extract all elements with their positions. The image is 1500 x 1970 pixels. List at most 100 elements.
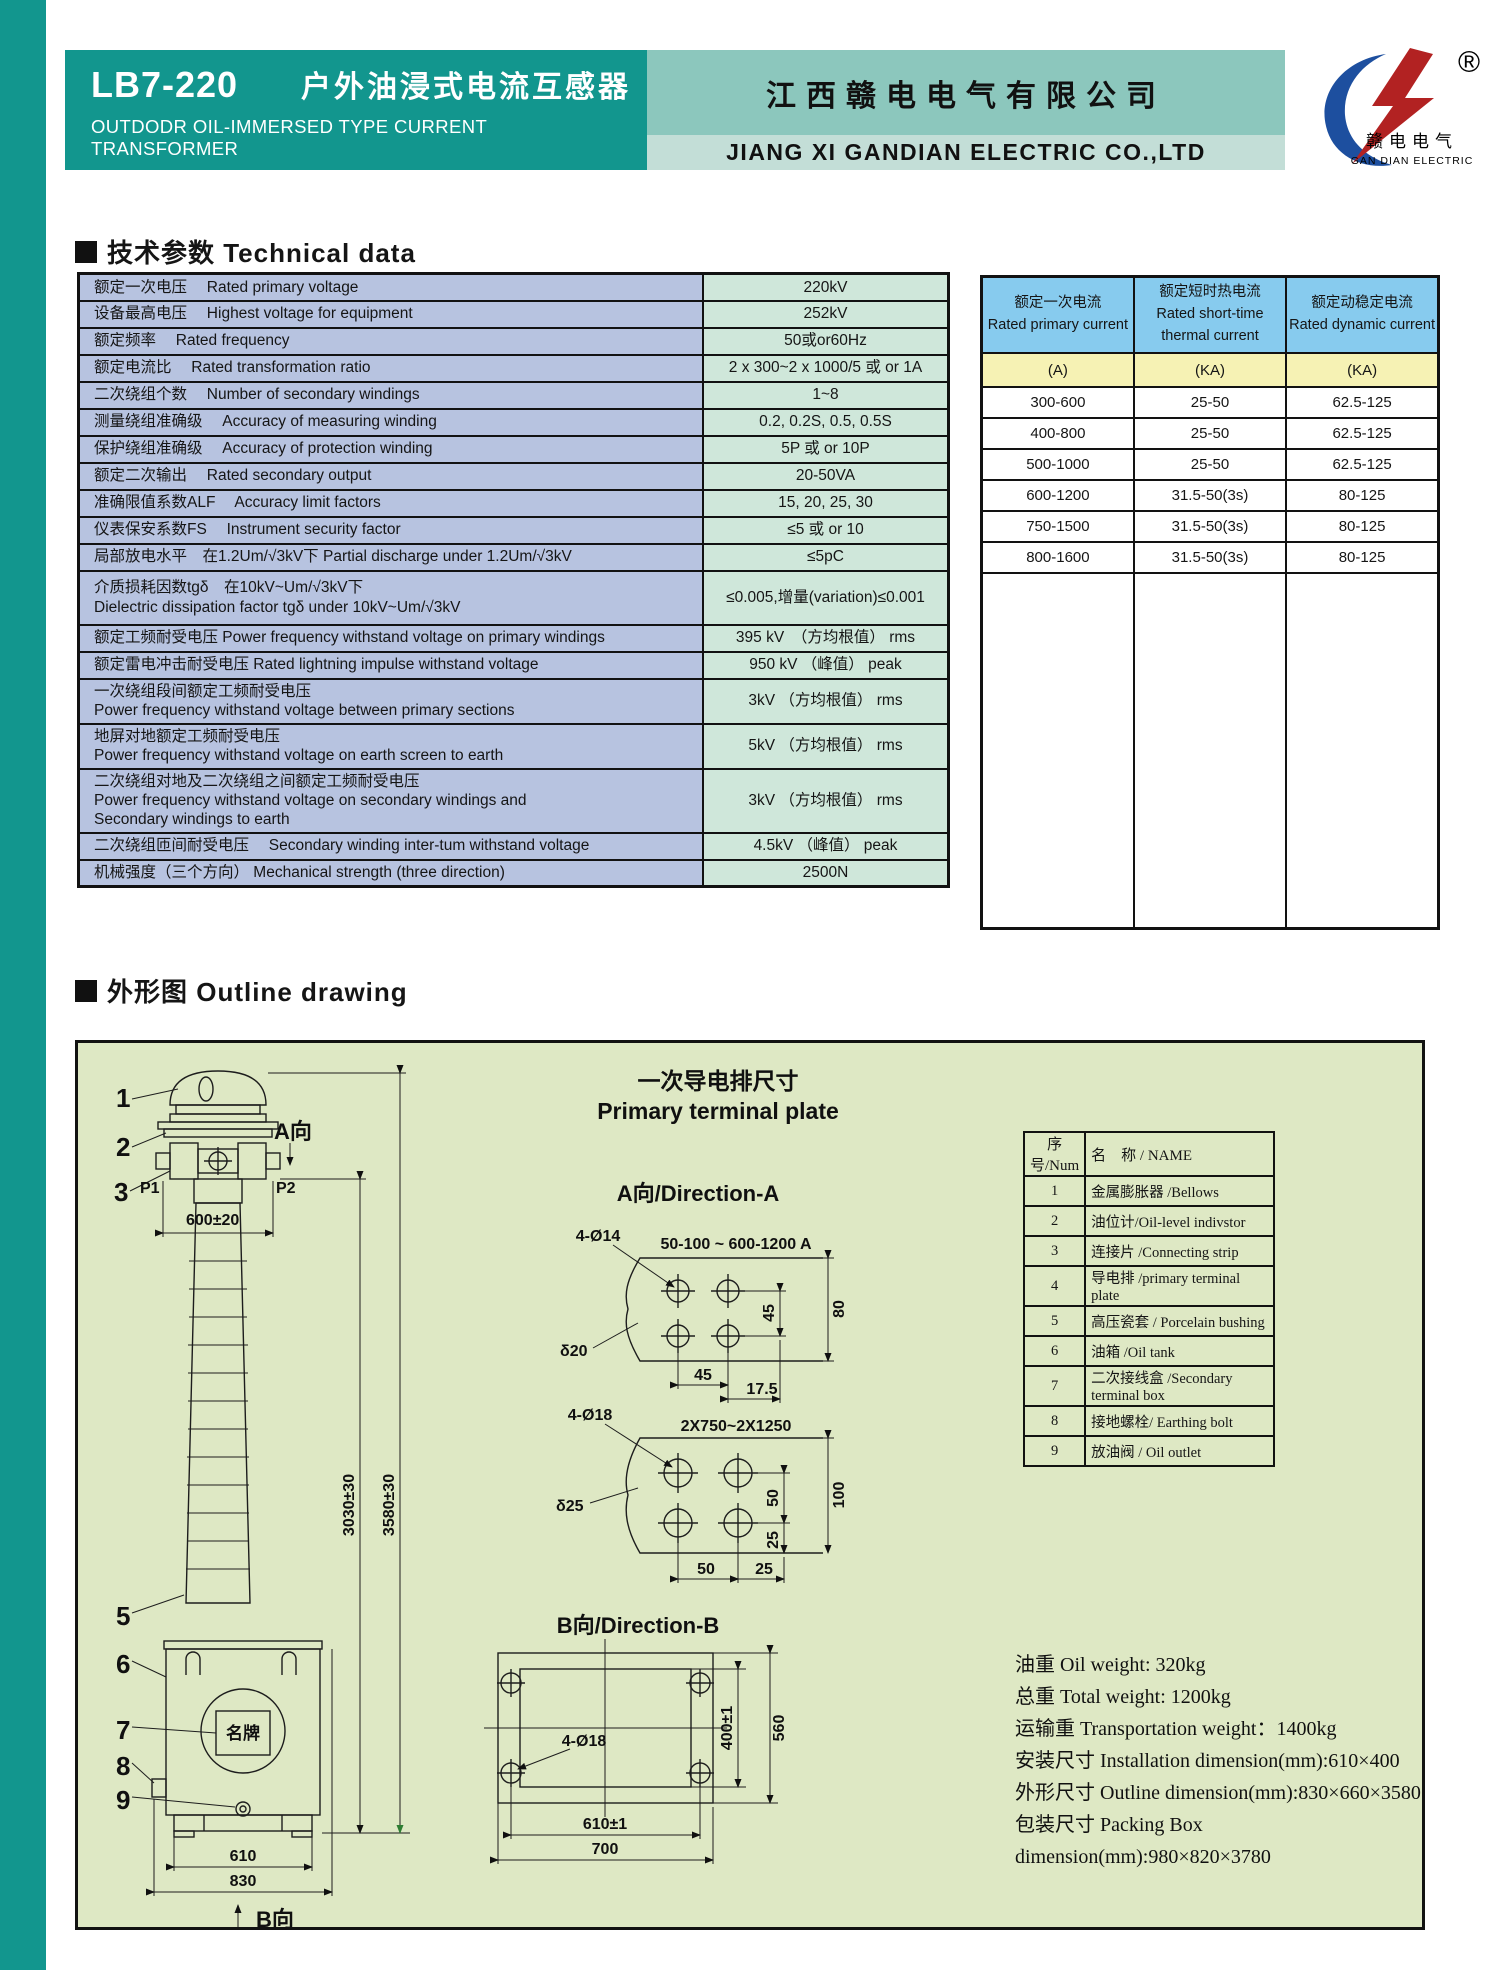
- parts-name-header: 名 称 / NAME: [1084, 1131, 1275, 1177]
- label-p2: P2: [276, 1180, 296, 1197]
- column-header: 额定动稳定电流 Rated dynamic current: [1285, 275, 1440, 354]
- tank-holes-label: 4-Ø18: [562, 1733, 607, 1750]
- tank-dim-400: 400±1: [719, 1706, 736, 1750]
- param-value: 3kV （方均根值） rms: [702, 767, 950, 834]
- units-row: (A) (KA) (KA): [980, 352, 1440, 388]
- outline-drawing-panel: 1 2 3 P1 P2 A向 600±20 3030±30 3580±30 5 …: [75, 1040, 1425, 1930]
- plate-b-dim-100: 100: [831, 1482, 848, 1509]
- param-value: 1~8: [702, 380, 950, 410]
- table-row: 一次绕组段间额定工频耐受电压 Power frequency withstand…: [77, 677, 950, 725]
- logo-lightning-icon: [1352, 48, 1434, 164]
- product-model: LB7-220: [91, 64, 239, 105]
- param-value: 395 kV （方均根值） rms: [702, 623, 950, 653]
- terminal-plate-a: [592, 1244, 834, 1403]
- tank-top-view: [484, 1639, 778, 1864]
- section-title: 技术参数 Technical data: [107, 238, 416, 268]
- param-label: 额定二次输出 Rated secondary output: [77, 461, 704, 491]
- current-ratings-table: 额定一次电流 Rated primary current 额定短时热电流 Rat…: [980, 275, 1440, 930]
- cell: 750-1500: [980, 510, 1135, 543]
- column-header: 额定短时热电流 Rated short-time thermal current: [1132, 275, 1288, 354]
- logo-swoosh-icon: [1324, 54, 1392, 166]
- param-value: 5kV （方均根值） rms: [702, 722, 950, 770]
- logo-text-zh: 赣电电气: [1366, 132, 1458, 151]
- param-value: 20-50VA: [702, 461, 950, 491]
- callout-1: 1: [116, 1083, 130, 1113]
- dim-830: 830: [230, 1873, 257, 1890]
- plate-b-thickness-label: δ25: [556, 1498, 584, 1515]
- part-name: 油位计/Oil-level indivstor: [1084, 1205, 1275, 1237]
- plate-a-dim-45h: 45: [694, 1367, 712, 1384]
- plate-a-dim-45v: 45: [761, 1304, 778, 1322]
- dim-3580: 3580±30: [381, 1474, 398, 1536]
- callout-5: 5: [116, 1601, 130, 1631]
- plate-a-holes-label: 4-Ø14: [576, 1228, 621, 1245]
- callout-9: 9: [116, 1785, 130, 1815]
- param-value: 950 kV （峰值） peak: [702, 650, 950, 680]
- cell: 80-125: [1285, 479, 1440, 512]
- plate-b-range-label: 2X750~2X1250: [681, 1418, 792, 1435]
- info-line: 油重 Oil weight: 320kg: [1015, 1654, 1206, 1676]
- column-header: 额定一次电流 Rated primary current: [980, 275, 1135, 354]
- plate-b-dim-50v: 50: [765, 1489, 782, 1507]
- company-name-en: JIANG XI GANDIAN ELECTRIC CO.,LTD: [647, 135, 1285, 170]
- part-num: 1: [1022, 1175, 1087, 1207]
- param-value: 2 x 300~2 x 1000/5 或 or 1A: [702, 353, 950, 383]
- param-label: 测量绕组准确级 Accuracy of measuring winding: [77, 407, 704, 437]
- table-row: 局部放电水平 在1.2Um/√3kV下 Partial discharge un…: [77, 542, 950, 572]
- drawing-title-zh: 一次导电排尺寸: [638, 1068, 799, 1094]
- weight-dimension-info: 油重 Oil weight: 320kg 总重 Total weight: 12…: [1015, 1649, 1422, 1873]
- label-direction-a-arrow: A向: [274, 1119, 312, 1144]
- cell: 400-800: [980, 417, 1135, 450]
- param-label: 额定一次电压 Rated primary voltage: [77, 272, 704, 302]
- table-row: 机械强度（三个方向） Mechanical strength (three di…: [77, 858, 950, 888]
- label-p1: P1: [140, 1180, 160, 1197]
- param-label: 准确限值系数ALF Accuracy limit factors: [77, 488, 704, 518]
- param-label: 设备最高电压 Highest voltage for equipment: [77, 299, 704, 329]
- callout-7: 7: [116, 1715, 130, 1745]
- param-label: 仪表保安系数FS Instrument security factor: [77, 515, 704, 545]
- logo-registered-mark: ®: [1458, 46, 1480, 79]
- section-title: 外形图 Outline drawing: [107, 977, 408, 1007]
- param-value: 252kV: [702, 299, 950, 329]
- param-label: 地屏对地额定工频耐受电压 Power frequency withstand v…: [77, 722, 704, 770]
- cell: 31.5-50(3s): [1132, 510, 1288, 543]
- dim-610: 610: [230, 1848, 257, 1865]
- info-line: 总重 Total weight: 1200kg: [1015, 1686, 1231, 1708]
- part-name: 导电排 /primary terminal plate: [1084, 1265, 1275, 1307]
- plate-b-dim-25h: 25: [755, 1561, 773, 1578]
- cell: 31.5-50(3s): [1132, 479, 1288, 512]
- cad-drawing: 1 2 3 P1 P2 A向 600±20 3030±30 3580±30 5 …: [114, 1065, 848, 1927]
- terminal-plate-b: [589, 1423, 834, 1583]
- logo-text-en: GAN DIAN ELECTRIC: [1351, 155, 1474, 167]
- empty-cell: [1285, 572, 1440, 930]
- cell: 31.5-50(3s): [1132, 541, 1288, 574]
- drawing-title-en: Primary terminal plate: [597, 1098, 839, 1124]
- part-name: 金属膨胀器 /Bellows: [1084, 1175, 1275, 1207]
- parts-num-header: 序号/Num: [1022, 1131, 1087, 1177]
- param-value: ≤5pC: [702, 542, 950, 572]
- label-direction-b-arrow: B向: [256, 1907, 294, 1927]
- table-row: 介质损耗因数tgδ 在10kV~Um/√3kV下 Dielectric diss…: [77, 569, 950, 626]
- plate-a-dim-80: 80: [831, 1300, 848, 1318]
- param-value: 5P 或 or 10P: [702, 434, 950, 464]
- empty-cell: [1132, 572, 1288, 930]
- tank-dim-700: 700: [592, 1841, 619, 1858]
- company-name-zh: 江西赣电电气有限公司: [647, 50, 1285, 135]
- table-header-row: 序号/Num 名 称 / NAME: [1022, 1131, 1275, 1177]
- info-line: 外形尺寸 Outline dimension(mm):830×660×3580: [1015, 1782, 1421, 1804]
- table-row: 额定雷电冲击耐受电压 Rated lightning impulse withs…: [77, 650, 950, 680]
- cell: 25-50: [1132, 386, 1288, 419]
- left-accent-bar: [0, 0, 46, 1970]
- param-value: ≤0.005,增量(variation)≤0.001: [702, 569, 950, 626]
